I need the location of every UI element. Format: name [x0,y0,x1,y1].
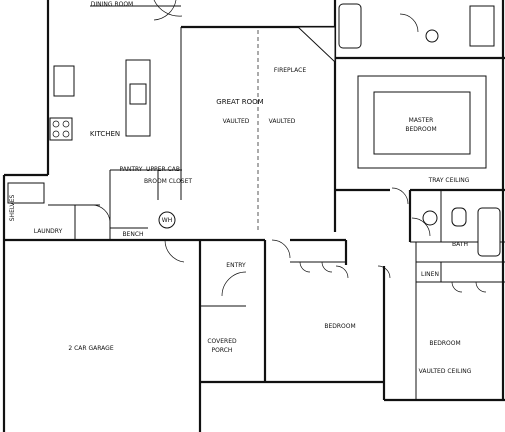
label-upper-cab: UPPER CAB [146,166,180,173]
water-heater-tank [158,211,176,229]
label-shelves: SHELVES [9,195,16,222]
label-dining-room: DINING ROOM [91,1,133,8]
door-swings [91,0,487,297]
label-bench: BENCH [122,231,143,238]
label-linen: LINEN [421,271,439,278]
kitchen-fixtures [7,59,176,229]
bath-tub [477,207,501,257]
label-garage: 2 CAR GARAGE [68,345,113,352]
label-tray-ceiling: TRAY CEILING [428,177,470,184]
label-pantry: PANTRY [120,166,143,173]
label-bedroom-right: BEDROOM [429,340,460,347]
master-tub [338,3,362,49]
washer-dryer [7,182,45,204]
label-fireplace: FIREPLACE [274,67,306,74]
label-water-heater: WH [162,217,172,224]
label-broom-closet: BROOM CLOSET [144,178,192,185]
fireplace-shape [296,26,336,64]
label-great-room: GREAT ROOM [216,98,263,106]
interior-walls [48,5,505,400]
label-master-line2: BEDROOM [405,126,436,133]
label-master-line1: MASTER [409,117,434,124]
tray-ceiling-outline [357,75,487,169]
bath-sink [422,210,438,226]
label-covered-line2: PORCH [212,347,233,354]
bath-toilet [451,207,467,227]
label-vaulted-ceiling: VAULTED CEILING [419,368,472,375]
refrigerator [53,65,75,97]
label-entry: ENTRY [226,262,246,269]
label-vaulted-right: VAULTED [269,118,296,125]
range [49,117,73,141]
master-toilet [425,29,439,43]
bath-fixtures [338,3,501,257]
label-vaulted-left: VAULTED [223,118,250,125]
label-kitchen: KITCHEN [90,130,120,138]
label-bedroom-center: BEDROOM [324,323,355,330]
sink [129,83,147,105]
label-laundry: LAUNDRY [34,228,63,235]
master-shower [469,5,495,47]
label-covered-line1: COVERED [207,338,237,345]
label-bath: BATH [452,241,468,248]
